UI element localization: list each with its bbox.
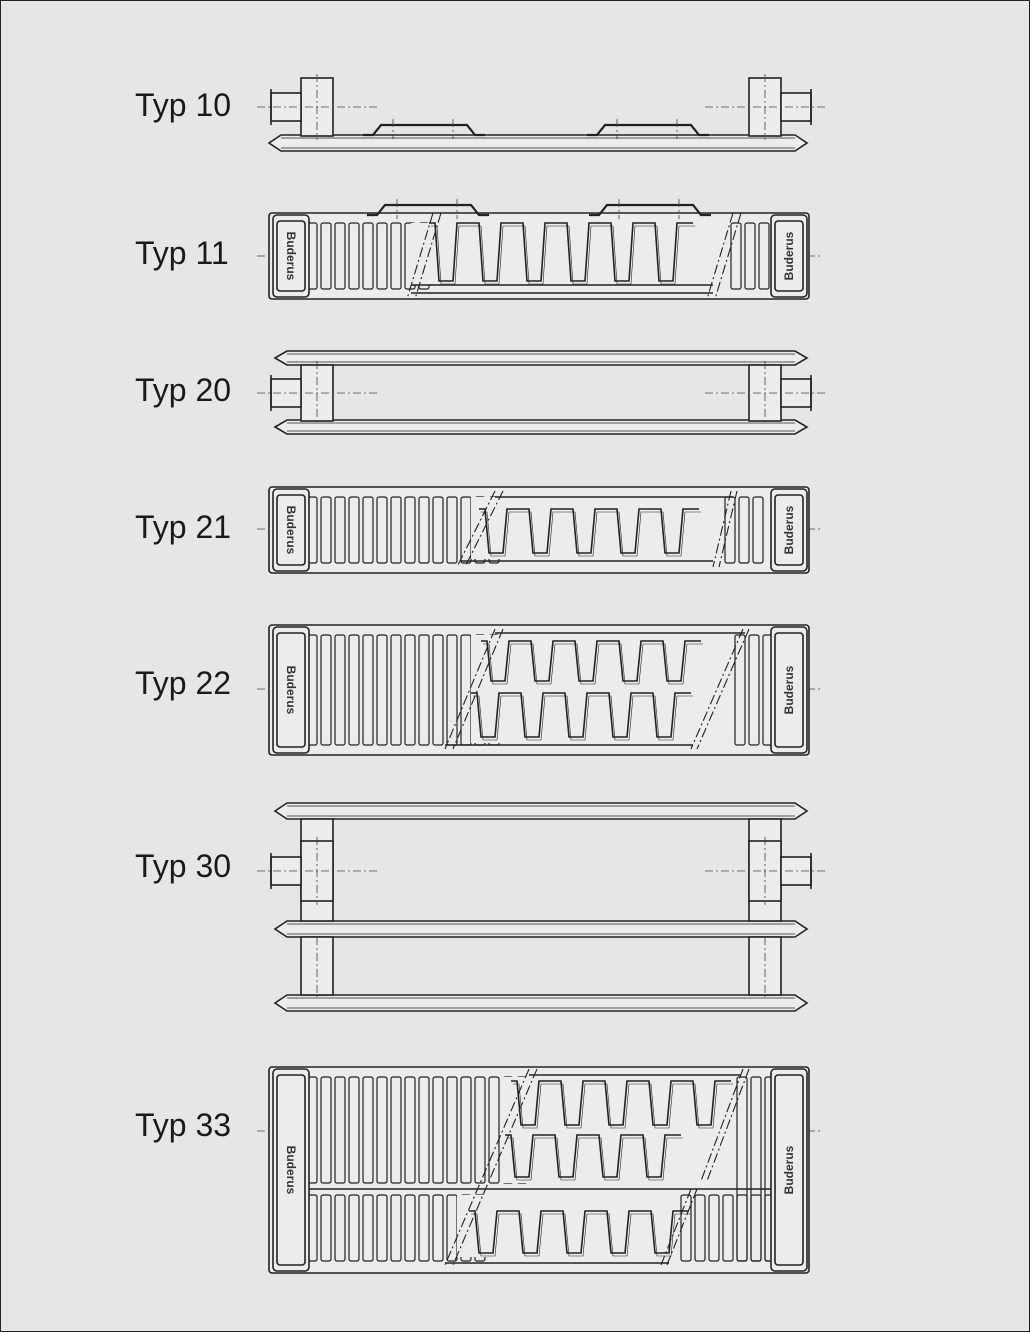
typ-20-section [257, 350, 825, 435]
label-typ-33: Typ 33 [135, 1107, 232, 1143]
label-typ-30: Typ 30 [135, 848, 232, 884]
typ-21-section: Buderus Buderus [257, 486, 823, 574]
brand-label: Buderus [782, 665, 796, 714]
label-typ-22: Typ 22 [135, 665, 232, 701]
typ-10-section [257, 74, 825, 152]
brand-label: Buderus [284, 506, 298, 555]
typ-11-section: Buderus Buderus [257, 199, 823, 300]
typ-30-section [257, 802, 825, 1012]
label-typ-10: Typ 10 [135, 87, 232, 123]
brand-label: Buderus [782, 505, 796, 554]
label-typ-20: Typ 20 [135, 372, 232, 408]
brand-label: Buderus [284, 232, 298, 281]
brand-label: Buderus [284, 666, 298, 715]
typ-33-section: Buderus Buderus [257, 1066, 823, 1274]
brand-label: Buderus [284, 1146, 298, 1195]
typ-22-section: Buderus Buderus [257, 624, 823, 756]
brand-label: Buderus [782, 1145, 796, 1194]
label-typ-21: Typ 21 [135, 509, 232, 545]
brand-label: Buderus [782, 231, 796, 280]
label-typ-11: Typ 11 [135, 235, 229, 271]
